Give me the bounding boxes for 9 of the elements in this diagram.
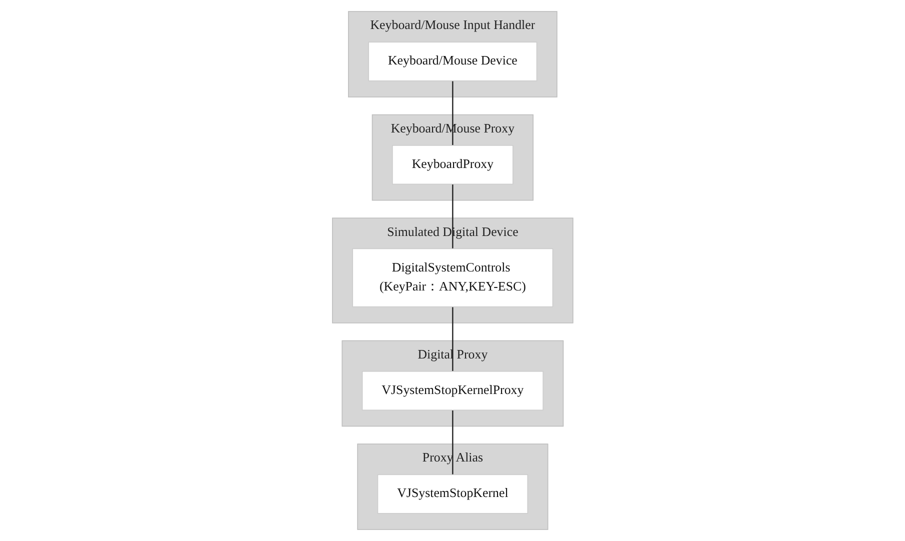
connector <box>452 410 454 475</box>
connector <box>452 80 454 146</box>
node-box: VJSystemStopKernel <box>377 474 528 514</box>
connector <box>452 184 454 249</box>
node-box: KeyboardProxy <box>392 145 514 185</box>
node-box: VJSystemStopKernelProxy <box>362 370 544 410</box>
connector <box>452 306 454 372</box>
node-box: DigitalSystemControls (KeyPair：ANY,KEY-ESC) <box>352 248 553 308</box>
node-box: Keyboard/Mouse Device <box>368 42 537 82</box>
